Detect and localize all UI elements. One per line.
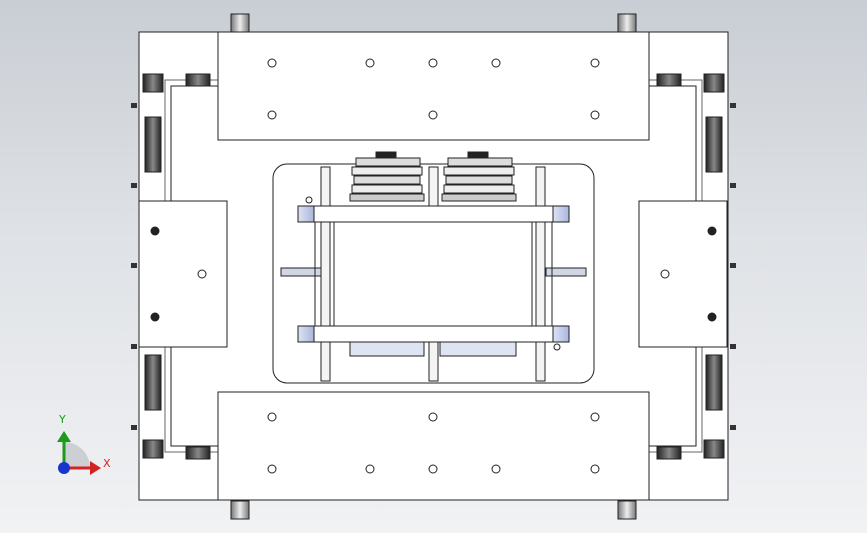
bottom-plate [217, 391, 650, 501]
top-bar [297, 205, 570, 223]
right-side-plate [638, 200, 728, 348]
top-plate [217, 31, 650, 141]
left-plate-hole [150, 312, 160, 322]
x-axis-arrowhead [90, 461, 101, 475]
bottom-bar [297, 325, 570, 343]
center-block [333, 221, 533, 327]
pulley-left-top [349, 151, 425, 202]
bottom-plate-holes [267, 412, 600, 474]
y-axis-arrowhead [57, 431, 71, 442]
right-plate-hole [707, 226, 717, 236]
right-tab [545, 267, 587, 277]
small-hole [553, 343, 561, 351]
small-hole [305, 196, 313, 204]
left-plate-hole [197, 269, 207, 279]
side-studs [131, 103, 736, 430]
right-plate-hole [707, 312, 717, 322]
z-axis-dot [58, 462, 70, 474]
right-plate-hole [660, 269, 670, 279]
coordinate-triad [57, 431, 101, 475]
left-plate-hole [150, 226, 160, 236]
top-bolts [230, 13, 637, 520]
right-rail-wheels [656, 73, 725, 460]
pulley-left-bottom [349, 341, 425, 357]
pulley-right-bottom [439, 341, 517, 357]
y-axis-label: Y [59, 413, 66, 426]
left-tab [280, 267, 322, 277]
top-plate-holes [267, 58, 600, 120]
left-rail-wheels [142, 73, 211, 460]
left-side-plate [138, 200, 228, 348]
pulley-right-top [441, 151, 517, 202]
x-axis-label: X [103, 457, 111, 470]
